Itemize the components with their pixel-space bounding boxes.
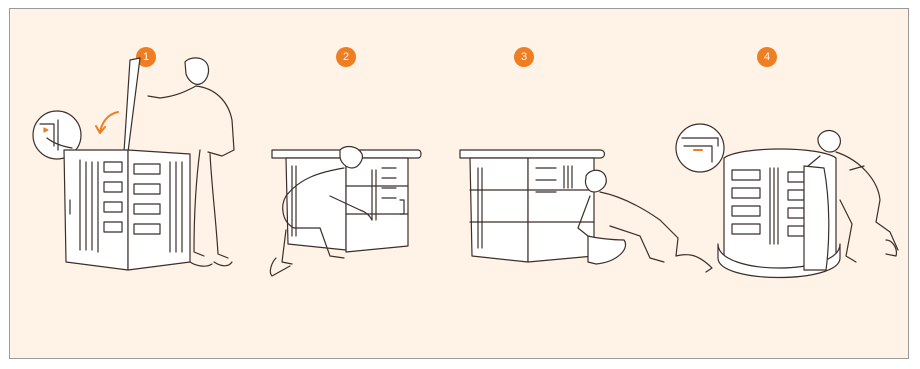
step-3-illustration bbox=[460, 150, 712, 272]
step-4-illustration bbox=[676, 124, 898, 278]
step-1-illustration bbox=[33, 58, 234, 270]
hinge-detail-icon bbox=[676, 124, 724, 172]
step-2-illustration bbox=[270, 147, 421, 276]
